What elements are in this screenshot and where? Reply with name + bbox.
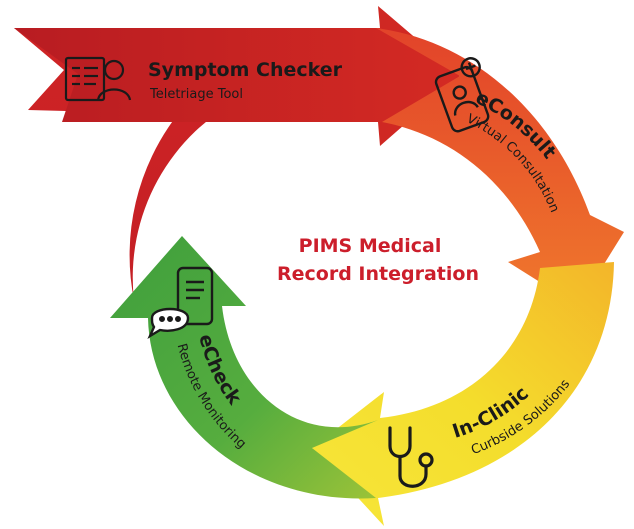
center-title-line2: Record Integration [277, 263, 479, 285]
symptom-checker-subtitle: Teletriage Tool [149, 87, 243, 102]
phone-video-doctor-icon [434, 57, 490, 133]
in-clinic-arrow [312, 262, 614, 526]
clipboard-person-icon [64, 56, 132, 102]
econsult-arrow [376, 28, 624, 306]
symptom-checker-title: Symptom Checker [148, 59, 343, 81]
stethoscope-icon [388, 426, 434, 488]
phone-chat-icon [147, 266, 214, 339]
center-title-line1: PIMS Medical [299, 235, 442, 257]
symptom-checker-banner [14, 6, 460, 146]
